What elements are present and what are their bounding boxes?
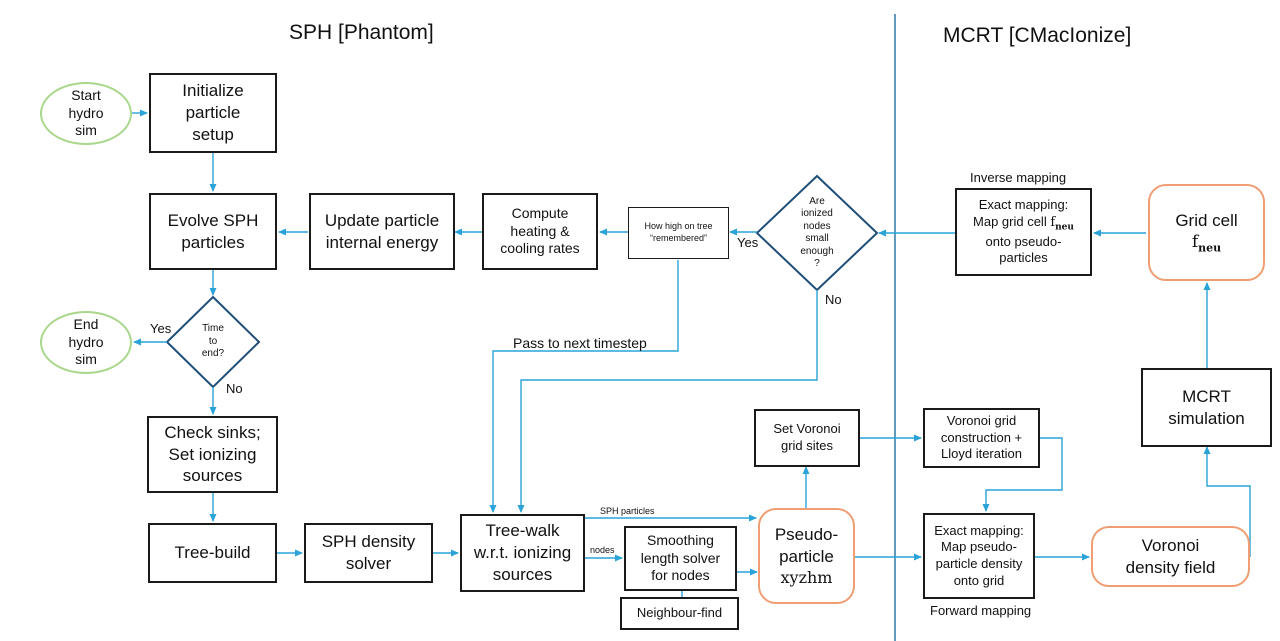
how-high-box: How high on tree “remembered”: [628, 207, 729, 259]
smoothing-length-box: Smoothing length solver for nodes: [624, 526, 737, 591]
yes-ionized-label: Yes: [737, 235, 759, 250]
mcrt-simulation-box: MCRT simulation: [1141, 368, 1272, 447]
neighbour-find-box: Neighbour-find: [620, 597, 739, 630]
voronoi-construction-box: Voronoi grid construction + Lloyd iterat…: [923, 408, 1040, 468]
set-voronoi-label: Set Voronoi grid sites: [773, 421, 841, 453]
start-hydro-sim-label: Start hydro sim: [68, 86, 104, 139]
pseudo-particle-content: Pseudo- particle xyzhm: [775, 524, 838, 588]
pseudo-particle-label: Pseudo- particle: [774, 525, 839, 566]
sph-section-title: SPH [Phantom]: [289, 21, 434, 44]
update-energy-label: Update particle internal energy: [324, 210, 440, 252]
evolve-label: Evolve SPH particles: [167, 210, 259, 252]
compute-heating-label: Compute heating & cooling rates: [500, 204, 580, 257]
arrow-no-branch: [517, 290, 818, 513]
voronoi-construction-label: Voronoi grid construction + Lloyd iterat…: [940, 413, 1023, 462]
pseudo-particle-math: xyzhm: [780, 567, 833, 587]
grid-cell-box: Grid cell fneu: [1148, 184, 1265, 281]
exact-inverse-sub: neu: [1055, 222, 1074, 233]
time-decision-label: Time to end?: [201, 323, 225, 360]
inverse-mapping-label: Inverse mapping: [970, 170, 1067, 185]
tree-walk-label: Tree-walk w.r.t. ionizing sources: [473, 521, 572, 584]
grid-cell-sub: neu: [1198, 241, 1222, 255]
yes-time-label: Yes: [150, 321, 172, 336]
exact-inverse-pre: Exact mapping: Map grid cell: [973, 197, 1069, 229]
mcrt-simulation-label: MCRT simulation: [1168, 386, 1245, 428]
arrow-density-mcrt: [1203, 446, 1251, 557]
initialize-label: Initialize particle setup: [182, 81, 244, 144]
compute-heating-box: Compute heating & cooling rates: [482, 193, 598, 270]
sph-particles-label: SPH particles: [600, 506, 655, 516]
exact-inverse-post: onto pseudo- particles: [985, 233, 1062, 266]
nodes-label: nodes: [590, 545, 615, 555]
no-ionized-label: No: [825, 292, 842, 307]
set-voronoi-box: Set Voronoi grid sites: [754, 409, 860, 467]
check-sinks-label: Check sinks; Set ionizing sources: [164, 422, 261, 486]
ionized-decision-text: Are ionized nodes small enough ?: [777, 186, 857, 280]
evolve-sph-box: Evolve SPH particles: [149, 193, 277, 270]
tree-walk-box: Tree-walk w.r.t. ionizing sources: [460, 514, 585, 592]
pass-next-label: Pass to next timestep: [513, 335, 647, 351]
voronoi-density-box: Voronoi density field: [1091, 526, 1250, 587]
pseudo-particle-box: Pseudo- particle xyzhm: [758, 508, 855, 604]
tree-build-box: Tree-build: [148, 523, 277, 583]
grid-cell-f: f: [1191, 231, 1199, 252]
sph-density-box: SPH density solver: [304, 523, 433, 583]
end-hydro-sim-oval: End hydro sim: [40, 311, 132, 374]
smoothing-label: Smoothing length solver for nodes: [640, 531, 721, 584]
how-high-label: How high on tree “remembered”: [644, 221, 713, 243]
sph-density-label: SPH density solver: [321, 532, 416, 573]
mcrt-section-title: MCRT [CMacIonize]: [943, 24, 1132, 47]
time-decision-text: Time to end?: [183, 315, 243, 369]
check-sinks-box: Check sinks; Set ionizing sources: [147, 416, 278, 493]
exact-inverse-f: f: [1050, 214, 1056, 230]
grid-cell-content: Grid cell fneu: [1175, 210, 1237, 255]
forward-mapping-label: Forward mapping: [930, 603, 1032, 618]
voronoi-density-label: Voronoi density field: [1125, 535, 1216, 577]
update-energy-box: Update particle internal energy: [309, 193, 455, 270]
grid-cell-label: Grid cell: [1175, 210, 1238, 230]
arrow-construction-forward: [982, 437, 1063, 512]
neighbour-label: Neighbour-find: [636, 605, 723, 621]
start-hydro-sim-oval: Start hydro sim: [40, 82, 132, 145]
no-time-label: No: [226, 381, 243, 396]
exact-forward-mapping-box: Exact mapping: Map pseudo- particle dens…: [923, 513, 1035, 599]
grid-cell-math: fneu: [1175, 232, 1237, 255]
arrow-pass-next: [489, 260, 679, 513]
tree-build-label: Tree-build: [174, 543, 251, 563]
exact-forward-label: Exact mapping: Map pseudo- particle dens…: [934, 522, 1024, 588]
end-hydro-sim-label: End hydro sim: [68, 315, 104, 368]
initialize-particle-setup-box: Initialize particle setup: [149, 73, 277, 153]
ionized-decision-label: Are ionized nodes small enough ?: [800, 195, 834, 270]
